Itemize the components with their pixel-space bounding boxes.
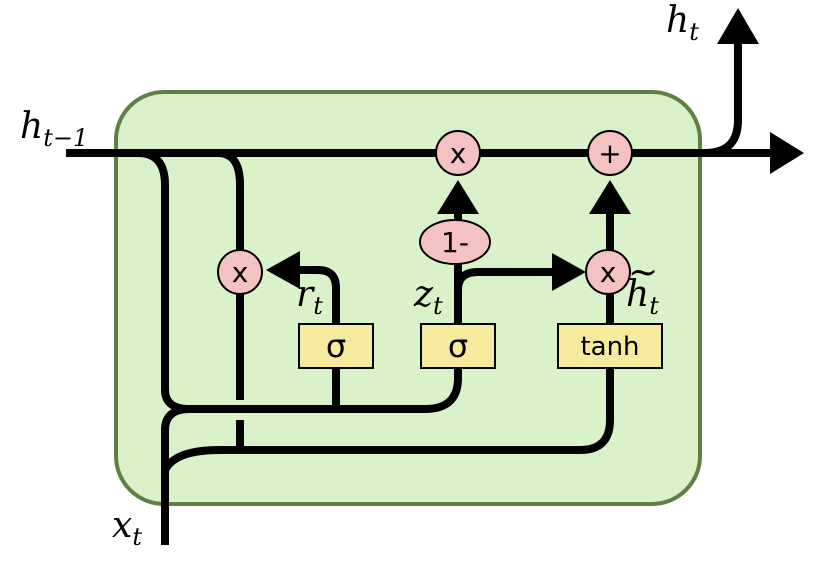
reset-sigma-label: σ (326, 327, 346, 365)
update-to-candidate-mult-arrowhead (552, 253, 586, 291)
multiply-reset-node: x (217, 249, 263, 295)
candidate-state-tilde: ~ (628, 252, 658, 293)
update-sigma-label: σ (448, 327, 468, 365)
h-out-label: ht (666, 0, 699, 46)
hidden-output-up-line (704, 40, 742, 157)
multiply-hidden-label: x (450, 137, 467, 170)
update-to-candidate-mult-line (454, 268, 555, 300)
candidate-tanh-label: tanh (580, 332, 639, 362)
reset-sigma-layer: σ (298, 323, 374, 369)
multiply-candidate-node: x (585, 249, 631, 295)
one-minus-node: 1- (419, 219, 491, 265)
one-minus-to-multiply-arrowhead (437, 180, 479, 214)
multiply-hidden-node: x (435, 130, 481, 176)
hidden-output-right-arrowhead (770, 132, 804, 174)
x-input-line (161, 405, 191, 545)
x-input-label: xt (112, 505, 142, 551)
update-gate-label: zt (413, 274, 443, 320)
add-hidden-label: + (598, 137, 621, 170)
candidate-tanh-layer: tanh (557, 323, 663, 369)
h-prev-label: ht−1 (20, 106, 88, 152)
gru-cell-box (114, 90, 702, 506)
one-minus-label: 1- (441, 226, 469, 259)
candidate-to-add-arrowhead (589, 180, 631, 214)
hidden-output-up-arrowhead (717, 8, 759, 44)
multiply-reset-label: x (232, 256, 249, 289)
gate-bus-line (190, 368, 462, 413)
update-sigma-layer: σ (420, 323, 496, 369)
reset-output-arrowhead (266, 251, 300, 289)
add-hidden-node: + (587, 130, 633, 176)
candidate-state-label: ht (626, 274, 659, 320)
reset-output-line (300, 266, 340, 324)
h-prev-branch-to-candidate (217, 149, 244, 400)
reset-gate-label: rt (296, 274, 323, 320)
multiply-candidate-label: x (600, 256, 617, 289)
x-to-candidate-line (161, 368, 614, 473)
